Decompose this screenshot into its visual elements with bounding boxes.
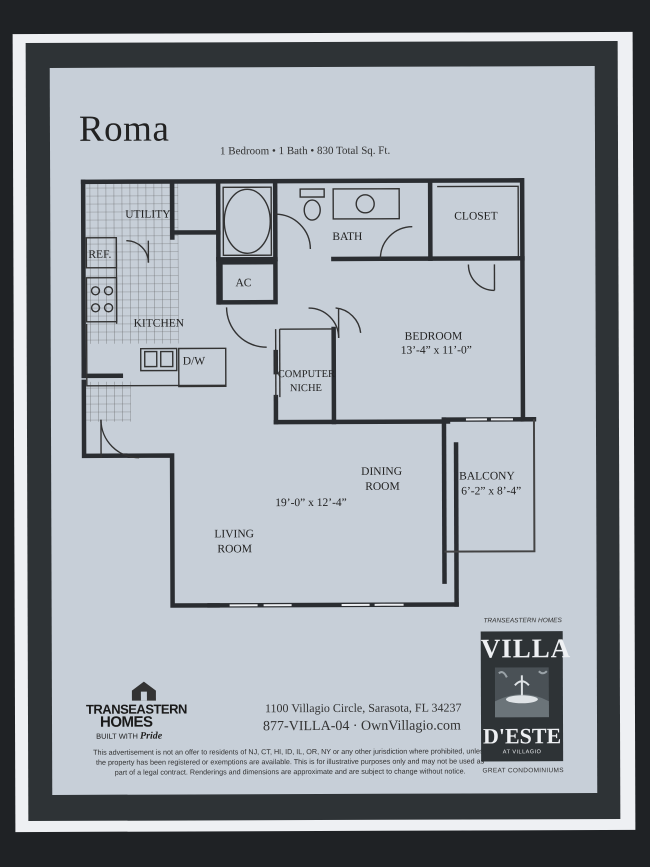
label-living-dim: 19’-0” x 12’-4”: [275, 496, 347, 510]
villa-deste-logo: TRANSEASTERN HOMES VILLA D'ESTE AT VILLA…: [478, 617, 572, 787]
logo-line3: BUILT WITH Pride: [96, 730, 163, 742]
label-balcony: BALCONY: [459, 470, 515, 483]
logo-line2: HOMES: [99, 713, 153, 731]
flyer-paper: Roma 1 Bedroom • 1 Bath • 830 Total Sq. …: [12, 31, 636, 833]
label-utility: UTILITY: [125, 208, 171, 221]
transeastern-logo: TRANSEASTERN HOMES BUILT WITH Pride: [86, 677, 196, 747]
floor-plan: [80, 178, 537, 608]
flyer-border: Roma 1 Bedroom • 1 Bath • 830 Total Sq. …: [25, 40, 621, 822]
flyer-sheet: Roma 1 Bedroom • 1 Bath • 830 Total Sq. …: [49, 66, 598, 795]
fixtures: [85, 185, 536, 607]
label-bath: BATH: [332, 230, 363, 243]
walls: [80, 178, 537, 608]
label-bedroom-dim: 13’-4” x 11’-0”: [400, 344, 472, 357]
logo-bottom-text: GREAT CONDOMINIUMS: [482, 767, 564, 775]
label-dining-1: DINING: [361, 465, 403, 478]
phone-web: 877-VILLA-04 · OwnVillagio.com: [263, 718, 461, 735]
label-closet: CLOSET: [454, 210, 498, 223]
label-balcony-dim: 6’-2” x 8’-4”: [461, 485, 522, 498]
logo-at: AT VILLAGIO: [502, 749, 542, 756]
logo-deste: D'ESTE: [482, 723, 562, 749]
logo-villa: VILLA: [480, 633, 572, 664]
logo-box: VILLA D'ESTE AT VILLAGIO: [480, 631, 572, 762]
label-dining-2: ROOM: [365, 480, 400, 493]
entry-tile: [85, 381, 131, 422]
fountain-icon: [494, 667, 549, 718]
label-ac: AC: [235, 277, 252, 290]
address: 1100 Villagio Circle, Sarasota, FL 34237: [264, 700, 462, 716]
label-living-2: ROOM: [217, 543, 252, 556]
label-living-1: LIVING: [214, 528, 254, 541]
label-bedroom: BEDROOM: [404, 330, 463, 343]
logo-top-text: TRANSEASTERN HOMES: [483, 617, 562, 625]
label-computer-niche-1: COMPUTER: [277, 368, 336, 381]
disclaimer: This advertisement is not an offer to re…: [93, 746, 488, 777]
label-kitchen: KITCHEN: [133, 317, 185, 330]
label-dw: D/W: [182, 355, 206, 368]
house-icon: [131, 681, 156, 701]
label-computer-niche-2: NICHE: [289, 383, 322, 395]
label-ref: REF.: [88, 248, 112, 261]
